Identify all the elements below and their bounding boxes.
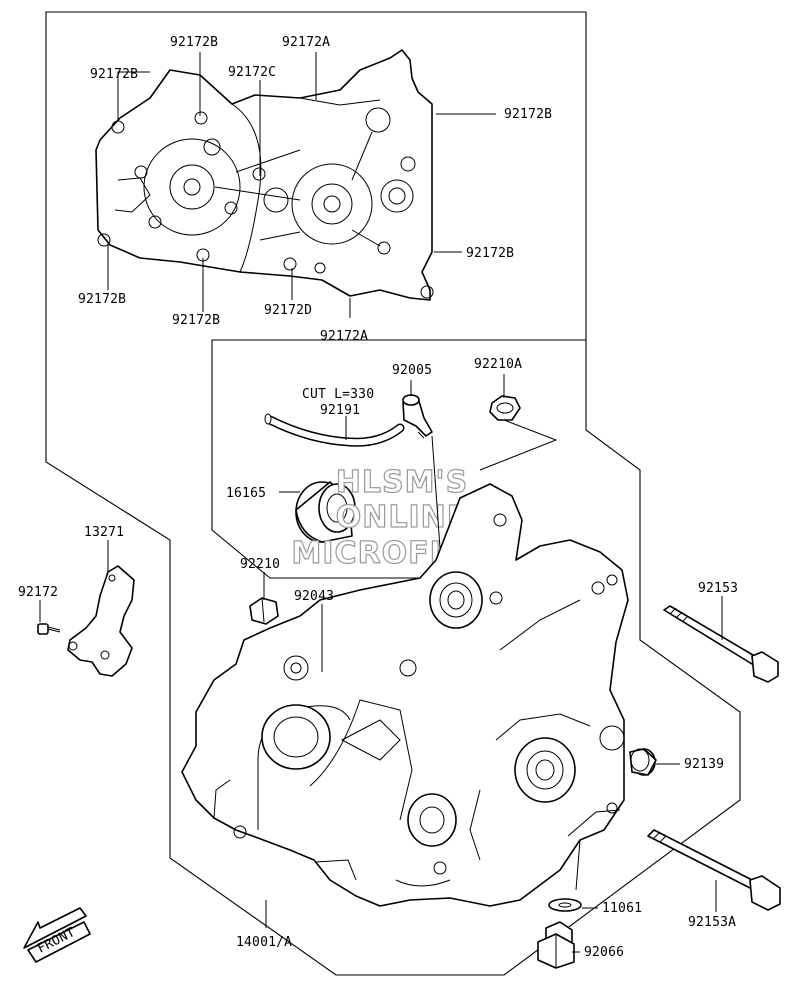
callout-14001A: 14001/A [236,935,292,950]
crankcase-gasket [95,49,434,301]
nut-92210 [249,597,279,625]
callout-92153A: 92153A [688,915,736,930]
callout-92172B-right-lower: 92172B [466,246,514,261]
screw-92172 [37,623,61,635]
callout-92172B-top: 92172B [170,35,218,50]
callout-92172: 92172 [18,585,58,600]
callout-92153: 92153 [698,581,738,596]
callout-92172B-top-left: 92172B [90,67,138,82]
callout-16165: 16165 [226,486,266,501]
callout-92210: 92210 [240,557,280,572]
bolt-92153 [663,605,779,683]
callout-92172B-bottom-left: 92172B [78,292,126,307]
callout-92172B-bottom: 92172B [172,313,220,328]
callout-13271: 13271 [84,525,124,540]
breather-tube [264,413,405,447]
crankcase-14001A [181,483,629,907]
callout-92066: 92066 [584,945,624,960]
callout-92005: 92005 [392,363,432,378]
washer-11061 [548,898,582,912]
oil-seal-16165 [295,481,356,543]
front-direction-arrow: FRONT [23,907,91,963]
bolt-92153A [647,829,781,911]
breather-group-frame [211,339,586,579]
callout-92191: 92191 [320,403,360,418]
callout-92139: 92139 [684,757,724,772]
watermark-line-2: ONLINE [336,500,469,535]
callout-92172D: 92172D [264,303,312,318]
callout-92172A-top: 92172A [282,35,330,50]
callout-92172C: 92172C [228,65,276,80]
callout-92172B-right-upper: 92172B [504,107,552,122]
callout-92210A: 92210A [474,357,522,372]
bracket-13271 [67,565,135,677]
gasket-group-frame [45,11,741,976]
cap-nut-92210A [489,395,521,421]
watermark-line-1: HLSM'S [336,465,468,500]
drain-bolt-92066 [537,921,575,969]
callout-11061: 11061 [602,901,642,916]
dowel-92139 [629,748,657,776]
callouts: 92172B 92172B 92172A 92172C 92172B 92172… [18,35,738,960]
callout-cut-length: CUT L=330 [302,387,374,402]
leader-lines [39,52,723,953]
callout-92172A-bottom: 92172A [320,329,368,344]
callout-92043: 92043 [294,589,334,604]
breather-fitting [402,394,433,439]
